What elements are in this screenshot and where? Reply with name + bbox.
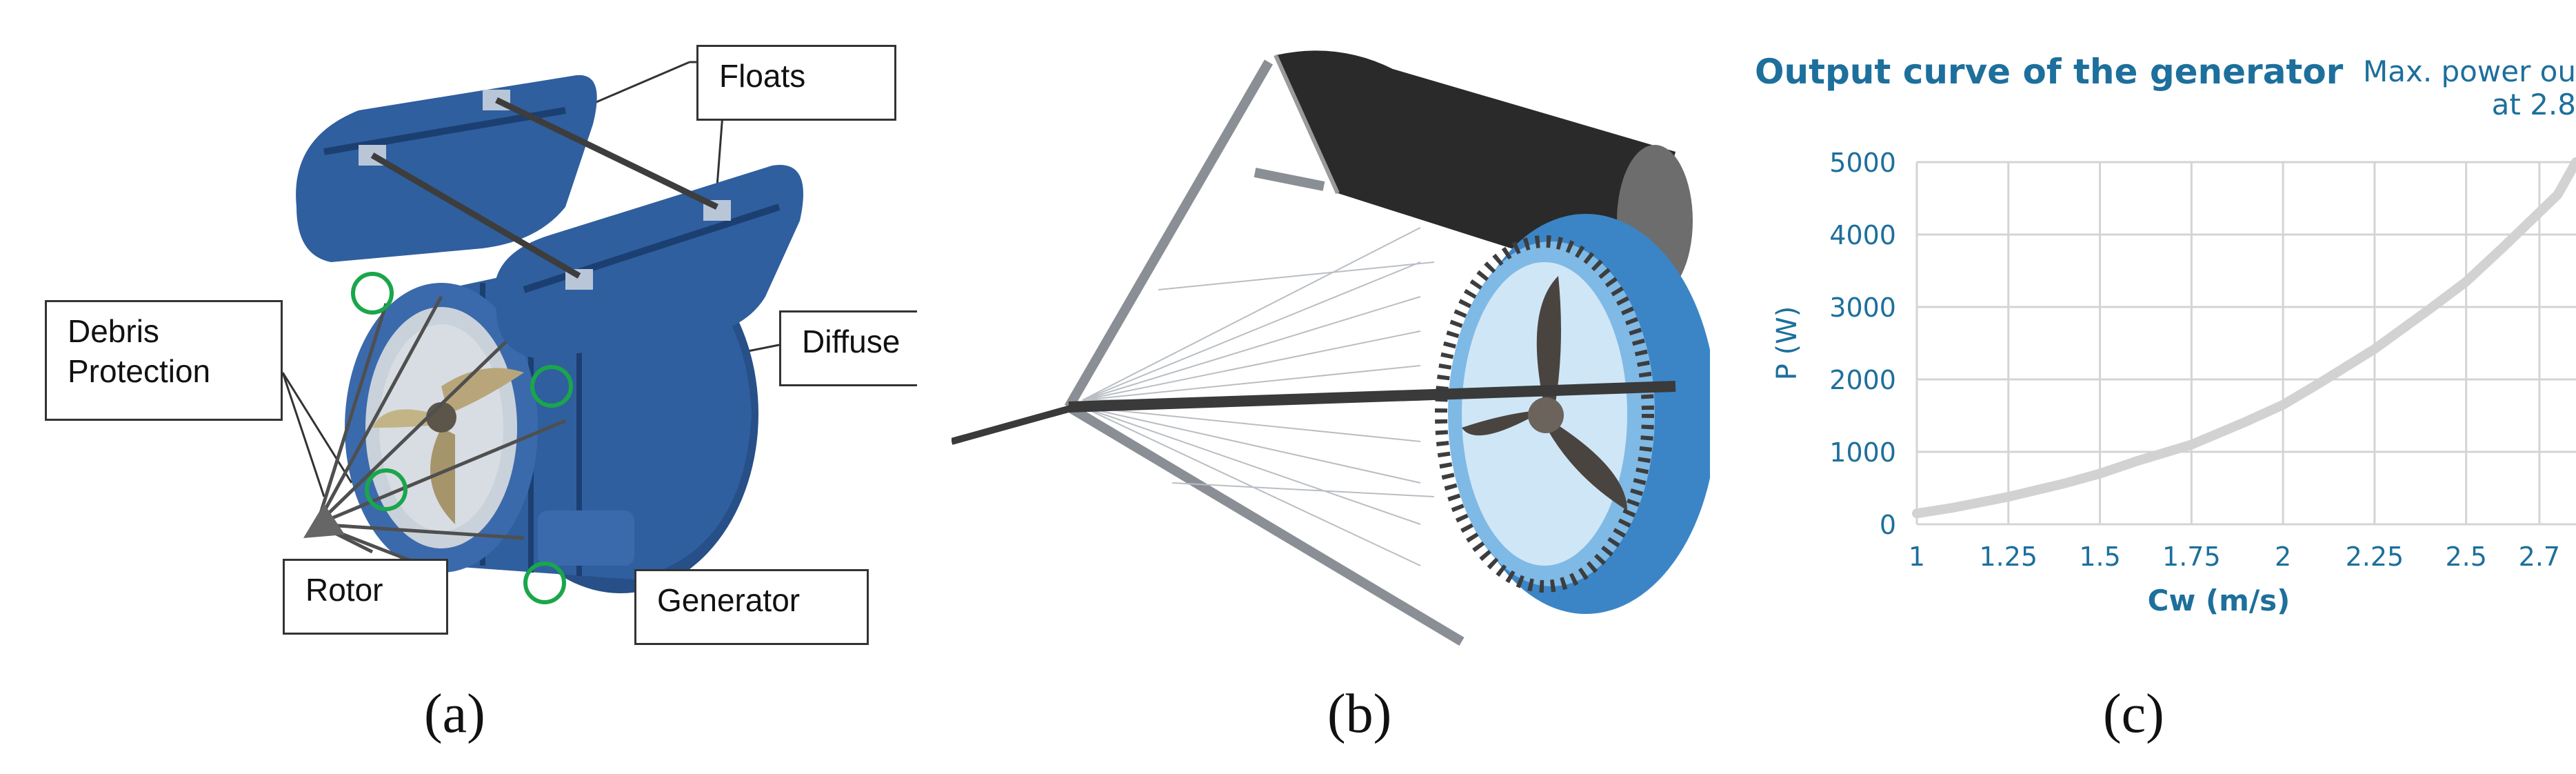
chart-note-line2: at 2.8: [2491, 88, 2576, 122]
rotor: [1462, 276, 1627, 510]
y-axis-label: P (W): [1771, 306, 1803, 381]
rotor-blades: [372, 368, 524, 524]
x-tick-label: 2.25: [2346, 542, 2404, 572]
callout-debris-line1: Debris: [68, 313, 159, 349]
x-tick-label: 1.25: [1979, 542, 2037, 572]
caption-b: (b): [1327, 684, 1392, 744]
power-curve: [1912, 157, 2576, 519]
y-tick-label: 2000: [1829, 365, 1896, 395]
attachment-markers: [351, 272, 573, 604]
x-tick-label: 2.5: [2445, 542, 2486, 572]
diffuser-ring: [1435, 214, 1710, 614]
callout-generator: Generator: [634, 569, 869, 645]
float-connectors: [370, 97, 718, 279]
callout-debris-line2: Protection: [68, 353, 211, 389]
float-back: [296, 75, 597, 262]
panel-a: Floats Debris Protection Diffuse Rotor G…: [0, 0, 917, 774]
y-tick-label: 4000: [1829, 220, 1896, 250]
frame: [1064, 59, 1465, 646]
float-front: [494, 165, 803, 359]
chart-note: Max. power ou at 2.8: [2362, 54, 2576, 122]
turbine-render: [952, 50, 1710, 646]
x-tick-label: 2: [2275, 542, 2291, 572]
chart-title: Output curve of the generator: [1755, 52, 2344, 92]
x-tick-label: 1.75: [2162, 542, 2221, 572]
generator-housing: [538, 510, 634, 566]
chart-note-line1: Max. power ou: [2362, 54, 2576, 88]
x-axis-label: Cw (m/s): [2148, 584, 2291, 617]
panel-c: Output curve of the generator Max. power…: [1751, 0, 2576, 774]
x-tick-label: 1.5: [2079, 542, 2120, 572]
turbine-3d-model: [281, 61, 803, 642]
panel-b: (b): [952, 0, 1710, 774]
callout-diffuser: Diffuse: [779, 310, 917, 386]
callout-floats: Floats: [696, 45, 896, 121]
caption-a: (a): [424, 684, 485, 744]
x-tick-label: 2.7: [2519, 542, 2560, 572]
tether: [952, 404, 1077, 445]
callout-debris-protection: Debris Protection: [45, 300, 283, 421]
callout-rotor: Rotor: [283, 559, 448, 635]
x-tick-label: 1: [1909, 542, 1925, 572]
y-tick-label: 5000: [1829, 148, 1896, 178]
chart-ticks: 0 1000 2000 3000 4000 5000 1 1.25 1.5 1.75 2 2.25 2.…: [1829, 148, 2560, 572]
output-curve-chart: 0 1000 2000 3000 4000 5000 1 1.25 1.5 1.75 2 2.25 2.…: [1771, 148, 2576, 617]
y-tick-label: 1000: [1829, 437, 1896, 468]
caption-c: (c): [2103, 684, 2164, 744]
chart-grid: [1915, 161, 2576, 526]
y-tick-label: 0: [1880, 510, 1896, 540]
cage-tip: [303, 504, 345, 538]
main-shaft: [1068, 381, 1676, 413]
y-tick-label: 3000: [1829, 292, 1896, 323]
